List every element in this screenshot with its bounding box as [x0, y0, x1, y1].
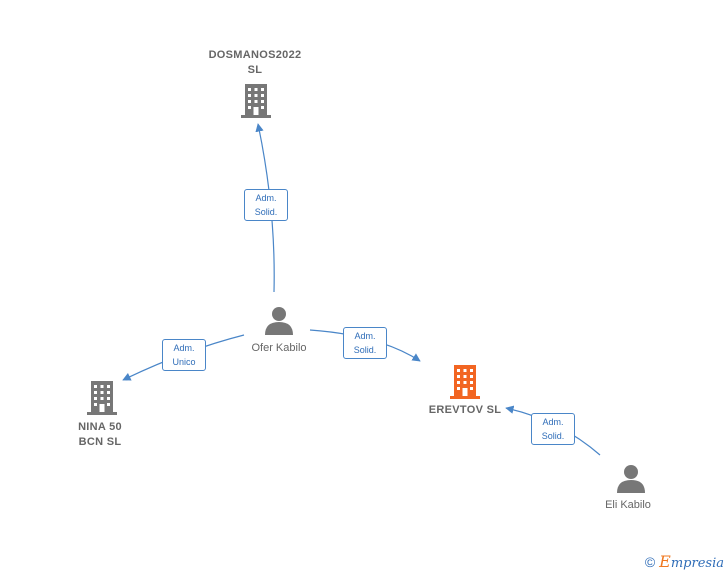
edge-label-ofer-nina: Adm. Unico	[162, 339, 206, 371]
copyright-icon: ©	[644, 553, 656, 570]
edge-label-eli-erevtov: Adm. Solid.	[531, 413, 575, 445]
building-icon[interactable]	[449, 364, 481, 400]
brand-logo[interactable]: Empresia	[659, 552, 724, 571]
node-label-eli[interactable]: Eli Kabilo	[605, 499, 651, 511]
footer-credit[interactable]: © Empresia	[645, 552, 724, 571]
person-icon[interactable]	[264, 305, 294, 335]
node-label-ofer[interactable]: Ofer Kabilo	[251, 342, 307, 354]
node-label-dosmanos[interactable]: DOSMANOS2022 SL	[208, 49, 302, 76]
node-label-erevtov[interactable]: EREVTOV SL	[428, 404, 502, 416]
person-icon[interactable]	[616, 463, 646, 493]
building-icon[interactable]	[86, 380, 118, 416]
edge-label-ofer-dosmanos: Adm. Solid.	[244, 189, 288, 221]
building-icon[interactable]	[240, 83, 272, 119]
node-label-nina[interactable]: NINA 50 BCN SL	[78, 421, 122, 448]
edge-label-ofer-erevtov: Adm. Solid.	[343, 327, 387, 359]
